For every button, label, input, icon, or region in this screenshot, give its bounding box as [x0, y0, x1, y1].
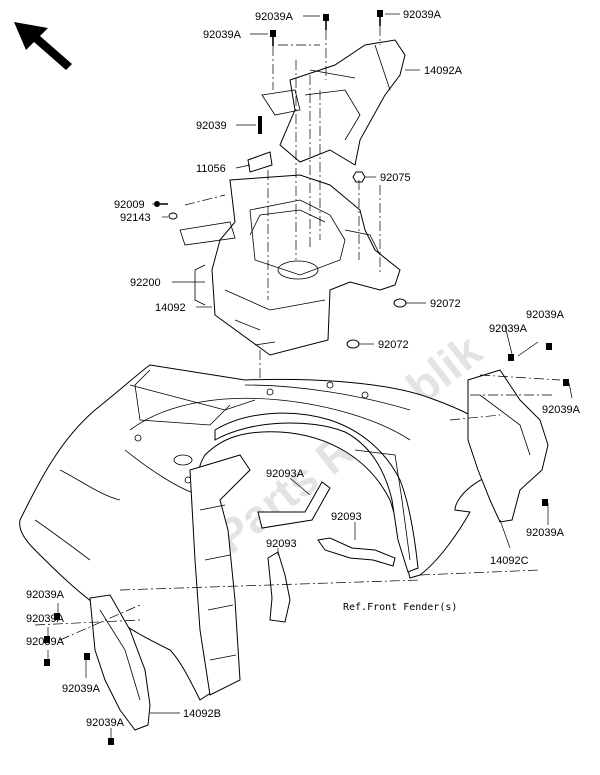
label-92039A-top-right: 92039A	[403, 9, 442, 21]
label-92039A-left-3: 92039A	[26, 636, 65, 648]
part-14092B-cover	[89, 594, 151, 731]
label-14092C: 14092C	[490, 555, 529, 567]
label-92093-right: 92093	[331, 511, 362, 523]
label-ref-front-fender: Ref.Front Fender(s)	[343, 602, 457, 613]
label-92093A: 92093A	[266, 468, 305, 480]
label-92039: 92039	[196, 120, 227, 132]
label-92039A-bottom: 92039A	[86, 717, 125, 729]
part-92093-hose-left	[267, 551, 291, 623]
label-92039A-top-left: 92039A	[203, 29, 242, 41]
part-92009-screw	[154, 201, 168, 207]
leader-lines	[34, 13, 573, 738]
label-92200: 92200	[130, 277, 161, 289]
label-92093-left: 92093	[266, 538, 297, 550]
label-14092A: 14092A	[424, 65, 463, 77]
label-92075: 92075	[380, 172, 411, 184]
part-labels: 92039A 92039A 92039A 14092A 92039 11056 …	[26, 9, 581, 729]
inner-fender-liner	[189, 412, 419, 696]
label-14092B: 14092B	[183, 708, 221, 720]
front-direction-arrow-icon	[14, 22, 72, 70]
part-92093-hose-right	[317, 537, 396, 567]
front-fender-body	[19, 364, 521, 701]
part-14092A-cover	[261, 39, 406, 166]
label-14092: 14092	[155, 302, 186, 314]
label-92039A-left-4: 92039A	[62, 683, 101, 695]
part-92093A-strip	[257, 481, 331, 529]
bolts-92039A	[44, 10, 569, 745]
part-14092-cover	[211, 174, 401, 356]
part-92075-nut	[352, 171, 366, 183]
part-92143-collar	[168, 212, 178, 220]
part-92072-grommet-lower	[346, 339, 360, 349]
part-92200-clip	[179, 221, 236, 306]
label-92039A-top-center: 92039A	[255, 11, 294, 23]
label-92039A-right-3: 92039A	[542, 404, 581, 416]
label-92143: 92143	[120, 212, 151, 224]
label-92039A-left-2: 92039A	[26, 613, 65, 625]
part-11056-bracket	[247, 151, 273, 173]
label-92039A-right-2: 92039A	[489, 323, 528, 335]
label-92072-upper: 92072	[430, 298, 461, 310]
part-92072-grommet-upper	[393, 298, 407, 308]
label-92039A-right-1: 92039A	[526, 309, 565, 321]
label-11056: 11056	[196, 163, 226, 175]
label-92039A-left-1: 92039A	[26, 589, 65, 601]
label-92009: 92009	[114, 199, 145, 211]
label-92072-lower: 92072	[378, 339, 409, 351]
part-14092C-cover	[467, 369, 549, 523]
label-92039A-right-4: 92039A	[526, 527, 565, 539]
